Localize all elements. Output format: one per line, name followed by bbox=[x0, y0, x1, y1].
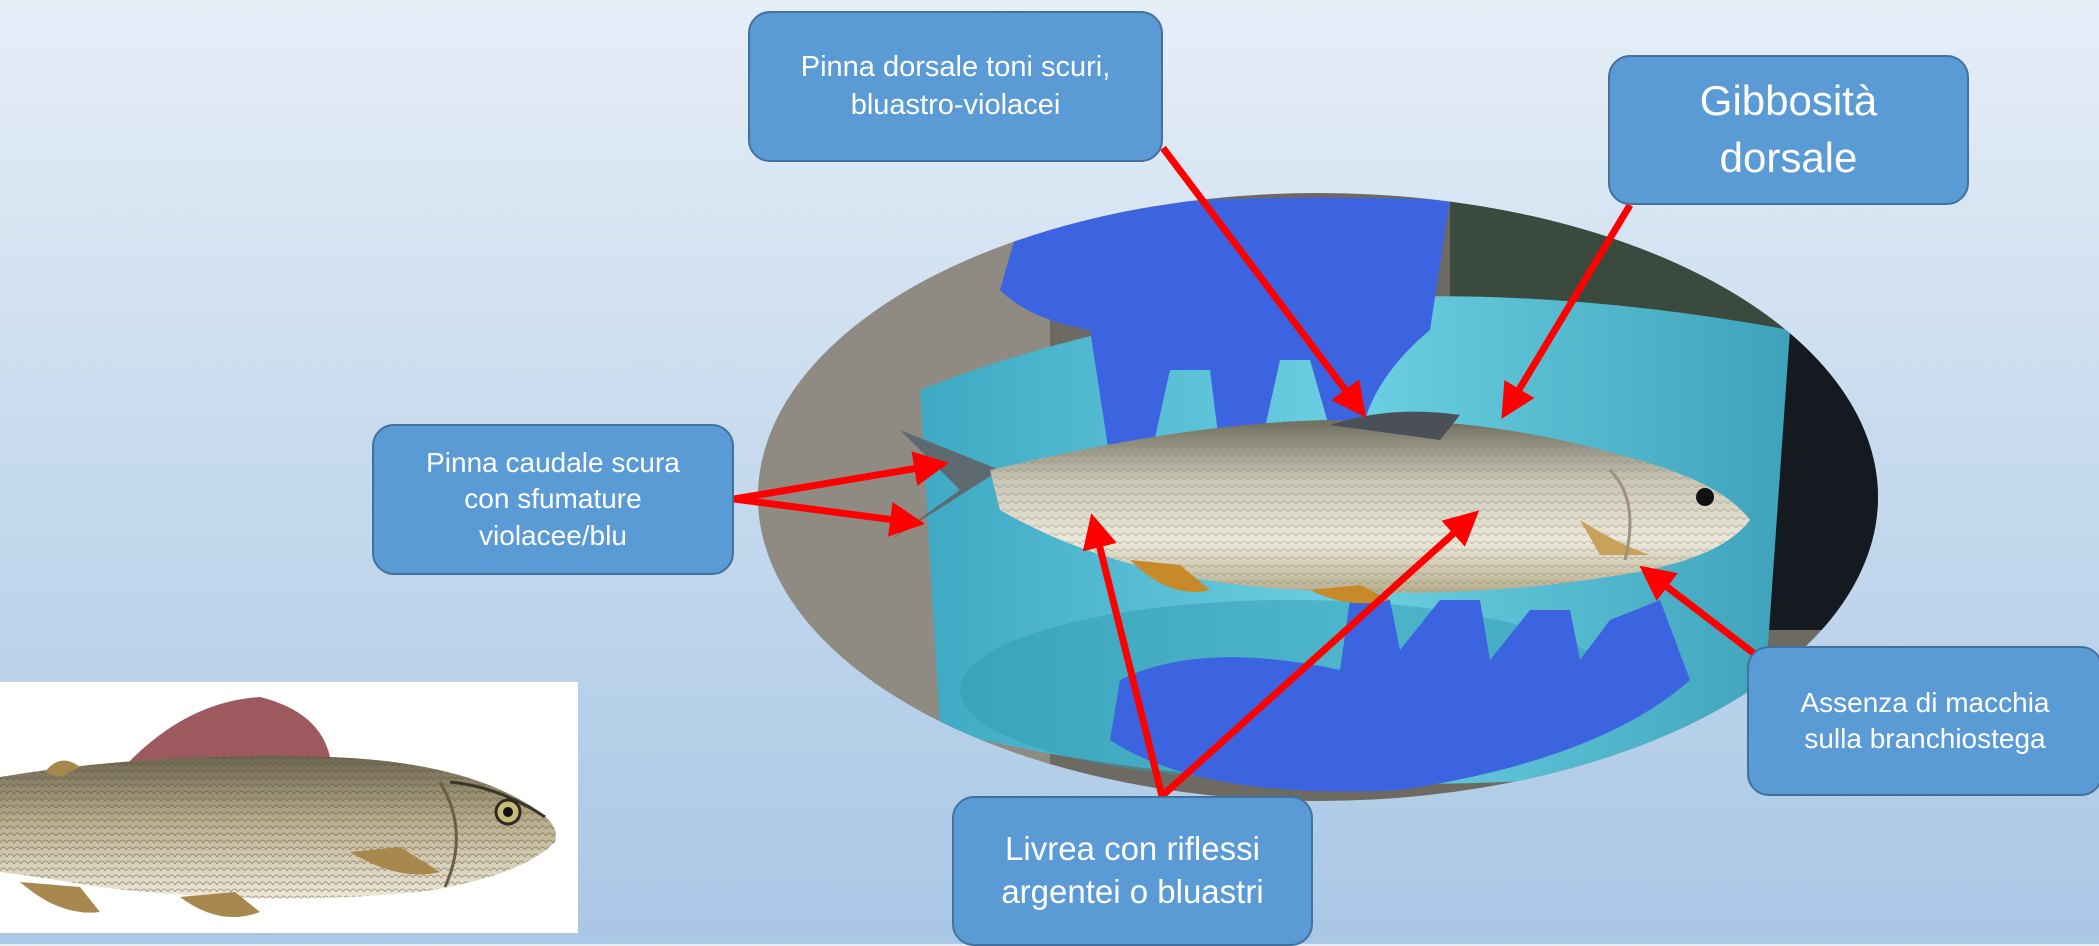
callout-hump-text: Gibbosità dorsale bbox=[1700, 73, 1877, 186]
callout-tail-text: Pinna caudale scura con sfumature violac… bbox=[426, 445, 680, 554]
callout-hump: Gibbosità dorsale bbox=[1608, 55, 1969, 205]
callout-gill: Assenza di macchia sulla branchiostega bbox=[1747, 646, 2099, 796]
fish-illustration bbox=[0, 682, 578, 933]
callout-gill-text: Assenza di macchia sulla branchiostega bbox=[1800, 685, 2049, 758]
callout-tail: Pinna caudale scura con sfumature violac… bbox=[372, 424, 734, 575]
callout-dorsal-fin: Pinna dorsale toni scuri, bluastro-viola… bbox=[748, 11, 1163, 162]
callout-dorsal-fin-text: Pinna dorsale toni scuri, bluastro-viola… bbox=[801, 49, 1111, 124]
oval-photo bbox=[750, 180, 1890, 820]
callout-livery: Livrea con riflessi argentei o bluastri bbox=[952, 796, 1313, 946]
callout-livery-text: Livrea con riflessi argentei o bluastri bbox=[1001, 828, 1263, 914]
